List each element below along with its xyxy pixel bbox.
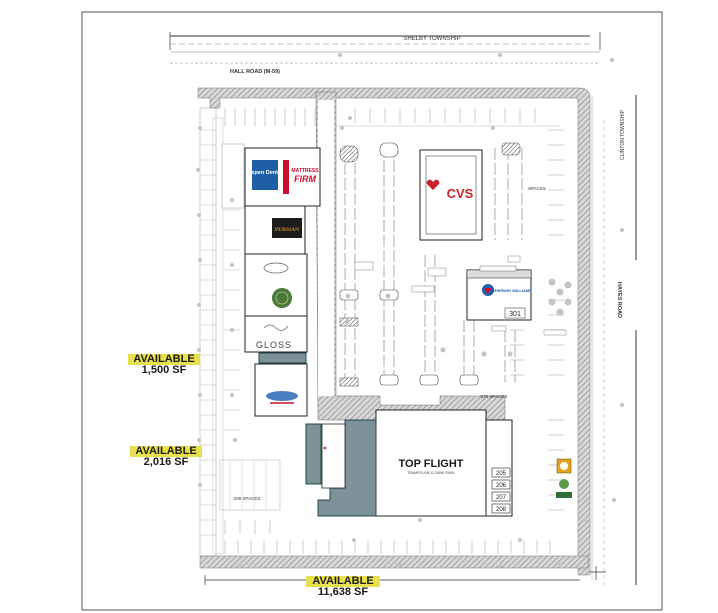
east-spaces-label: SPACES [528,186,546,191]
drive-aisle-hatch [315,91,506,421]
cvs-heart-icon [426,179,440,190]
available-1500-space [258,352,307,364]
north-road: SHELBY TOWNSHIP HALL ROAD (M-59) [170,35,600,75]
firm-text: FIRM [294,174,316,184]
blue-tenant-logo [266,391,298,404]
unit-205: 205 [496,471,507,477]
tenant-marks [263,262,292,331]
top-flight-building: TOP FLIGHT TRAMPOLINE & GAME PARK 205 20… [375,409,513,517]
cvs-building: CVS [419,149,483,241]
sherwin-text: SHERWIN WILLIAMS [492,288,532,293]
available-title-1500: AVAILABLE [128,354,200,365]
honey-baked-bay [321,423,346,489]
west-parking [199,107,240,557]
mattress-firm-logo: MATTRESS FIRM [283,160,319,194]
pylon-sign [556,458,572,498]
sherwin-williams-building: SHERWIN WILLIAMS 301 [466,269,532,321]
corner-markers [169,32,606,585]
unit-207: 207 [496,495,507,501]
center-spaces-label: 278 SPACES [481,394,508,399]
available-size-1500: 1,500 SF [141,364,187,376]
mattress-text: MATTRESS [291,168,319,174]
east-township-label: CLINTON TOWNSHIP [620,109,626,160]
available-title-11638: AVAILABLE [306,576,380,587]
persian-logo: PERSIAN [272,218,302,238]
north-parking [224,108,560,127]
plan-frame [81,11,663,611]
hall-road-label: HALL ROAD (M-59) [230,69,280,75]
available-label-2016: AVAILABLE 2,016 SF [130,446,202,468]
cvs-text: CVS [447,186,474,201]
honey-baked-mark: ◆ [322,446,327,451]
persian-text: PERSIAN [275,227,299,233]
available-label-11638: AVAILABLE 11,638 SF [306,576,380,598]
available-size-2016: 2,016 SF [143,456,189,468]
south-parking [219,459,551,554]
inner-walk [318,100,334,396]
unit-206: 206 [496,483,507,489]
gloss-text: GLOSS [256,340,292,350]
aspen-dental-logo: Aspen Dental [247,160,283,190]
available-title-2016: AVAILABLE [130,446,202,457]
unit-208: 208 [496,507,507,513]
available-size-11638: 11,638 SF [317,586,369,598]
north-township-label: SHELBY TOWNSHIP [403,36,460,42]
aspen-dental-text: Aspen Dental [247,170,283,176]
top-flight-subtext: TRAMPOLINE & GAME PARK [407,471,455,475]
hayes-road-label: HAYES ROAD [616,282,622,318]
perimeter-landscaping [197,87,591,576]
landscape-trees [196,53,624,568]
available-label-1500: AVAILABLE 1,500 SF [128,354,200,376]
south-spaces-label: 209 SPACES [234,496,261,501]
top-flight-text: TOP FLIGHT [399,458,464,470]
plan-annotations [354,255,567,336]
east-road: CLINTON TOWNSHIP HAYES ROAD [591,95,637,585]
unit-301: 301 [509,311,521,318]
available-2016-space [305,423,322,485]
west-building [221,143,321,417]
